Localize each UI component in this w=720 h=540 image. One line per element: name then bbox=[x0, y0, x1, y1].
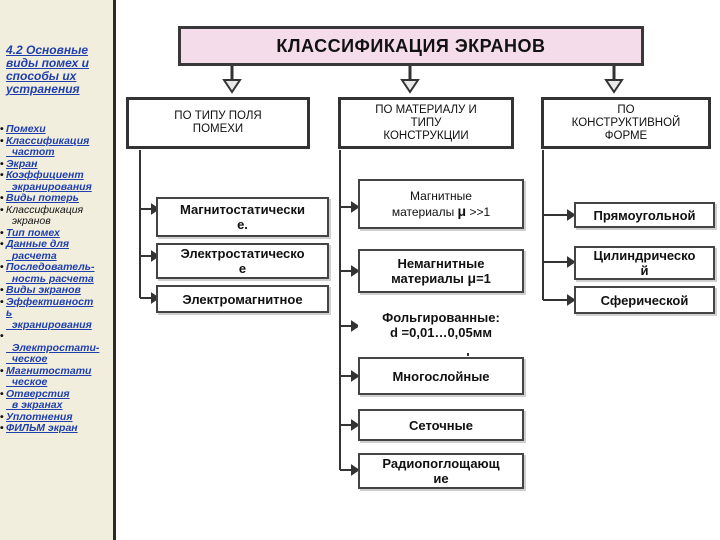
sidebar-item[interactable]: Последователь- ность расчета bbox=[0, 261, 114, 285]
sidebar-item[interactable]: Виды экранов bbox=[0, 284, 114, 297]
sidebar-item[interactable]: ФИЛЬМ экран bbox=[0, 422, 114, 435]
sidebar-item-label: Тип помех bbox=[6, 226, 60, 239]
sidebar-list: ПомехиКлассификация частотЭкранКоэффицие… bbox=[0, 123, 114, 435]
diagram-title: КЛАССИФИКАЦИЯ ЭКРАНОВ bbox=[178, 26, 644, 66]
sidebar-item[interactable]: Экран bbox=[0, 157, 114, 171]
sidebar-item-label: Уплотнения bbox=[6, 410, 73, 423]
item-magnetostatic: Магнитостатически е. bbox=[156, 197, 329, 237]
item-foil: Фольгированные: d =0,01…0,05мм bbox=[358, 303, 524, 347]
sidebar-item-label: ФИЛЬМ экран bbox=[6, 422, 78, 434]
sidebar-item-label: Последователь- ность расчета bbox=[6, 261, 95, 285]
field-branch-lines bbox=[139, 150, 160, 304]
sidebar-item[interactable]: Данные для расчета bbox=[0, 238, 114, 262]
sidebar-item-label: Экран bbox=[6, 157, 38, 170]
item-mesh: Сеточные bbox=[358, 409, 524, 441]
sidebar-item[interactable]: Классификация частот bbox=[0, 134, 114, 159]
material-branch-lines bbox=[339, 150, 360, 476]
sidebar-item-label: Электростати- ческое bbox=[11, 341, 100, 366]
sidebar-item-label: Классификация частот bbox=[6, 134, 90, 158]
sidebar-item-label: Помехи bbox=[6, 123, 46, 135]
item-rectangular: Прямоугольной bbox=[574, 202, 715, 228]
sidebar-item-label: Виды потерь bbox=[6, 192, 79, 204]
sidebar-item-label: Эффективност ь экранирования bbox=[6, 295, 94, 331]
sidebar-item: Классификация экранов bbox=[0, 203, 114, 228]
sidebar-item[interactable]: Коэффициент экранирования bbox=[0, 169, 114, 193]
item-radio-absorbing: Радиопоглощающ ие bbox=[358, 453, 524, 489]
category-field-type: ПО ТИПУ ПОЛЯ ПОМЕХИ bbox=[126, 97, 310, 149]
item-magnetic-materials: Магнитные материалы μ >>1 bbox=[358, 179, 524, 229]
sidebar-item-label: Классификация экранов bbox=[6, 203, 84, 227]
sidebar-item[interactable]: Электростати- ческое bbox=[0, 331, 114, 366]
item-electrostatic: Электростатическо е bbox=[156, 243, 329, 279]
sidebar-item[interactable]: Магнитостати ческое bbox=[0, 364, 114, 389]
arrow-to-shape-category bbox=[604, 66, 624, 94]
category-material: ПО МАТЕРИАЛУ И ТИПУ КОНСТРУКЦИИ bbox=[338, 97, 514, 149]
item-multilayer: Многослойные bbox=[358, 357, 524, 395]
arrow-to-material-category bbox=[400, 66, 420, 94]
category-shape: ПО КОНСТРУКТИВНОЙ ФОРМЕ bbox=[541, 97, 711, 149]
sidebar-item-label: Магнитостати ческое bbox=[6, 364, 92, 388]
sidebar-item-label: Данные для расчета bbox=[6, 238, 70, 262]
sidebar-item[interactable]: Виды потерь bbox=[0, 192, 114, 205]
sidebar-item[interactable]: Тип помех bbox=[0, 226, 114, 240]
sidebar-item[interactable]: Эффективност ь экранирования bbox=[0, 295, 114, 332]
sidebar-item[interactable]: Уплотнения bbox=[0, 410, 114, 424]
item-electromagnetic: Электромагнитное bbox=[156, 285, 329, 313]
sidebar-item-label: Виды экранов bbox=[6, 284, 81, 296]
arrow-to-field-category bbox=[222, 66, 242, 94]
sidebar-item[interactable]: Помехи bbox=[0, 123, 114, 136]
shape-branch-lines bbox=[542, 150, 576, 306]
sidebar: 4.2 Основные виды помех и способы их уст… bbox=[0, 0, 116, 540]
item-spherical: Сферической bbox=[574, 286, 715, 314]
decorative-dot bbox=[467, 353, 469, 356]
sidebar-item-label: Отверстия в экранах bbox=[6, 387, 70, 411]
item-cylindrical: Цилиндрическо й bbox=[574, 246, 715, 280]
sidebar-item-label: Коэффициент экранирования bbox=[6, 169, 92, 193]
sidebar-item[interactable]: Отверстия в экранах bbox=[0, 387, 114, 412]
item-nonmagnetic-materials: Немагнитные материалы μ=1 bbox=[358, 249, 524, 293]
sidebar-title-link[interactable]: 4.2 Основные виды помех и способы их уст… bbox=[6, 43, 89, 96]
